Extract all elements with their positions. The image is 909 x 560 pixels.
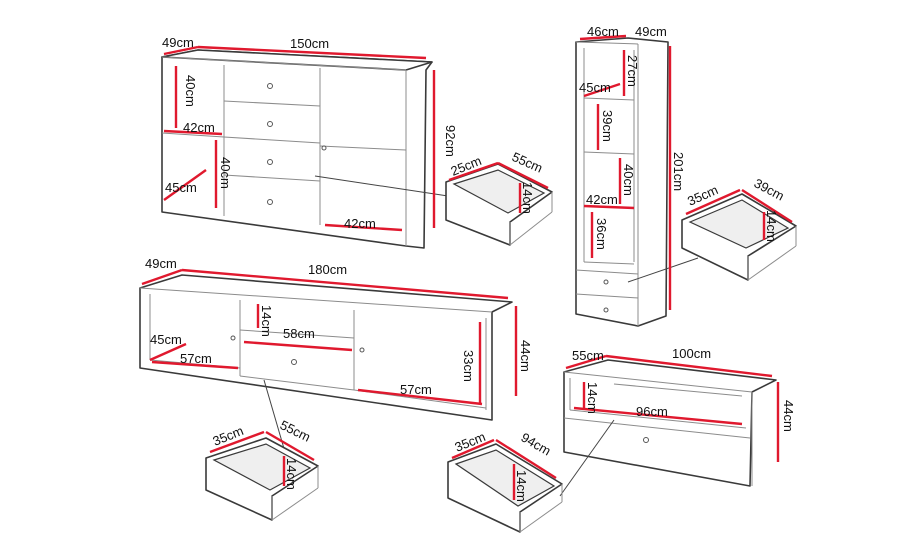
table-height-label: 44cm	[781, 400, 796, 432]
dim-line	[163, 45, 199, 56]
dim-line	[448, 161, 499, 182]
tv-right-height-label: 33cm	[461, 350, 476, 382]
sideboard: 49cm 150cm 92cm 40cm 42cm 40cm 45cm 42cm	[161, 35, 458, 249]
drawer-height-label: 14cm	[520, 182, 535, 214]
tv-depth-label: 49cm	[145, 256, 177, 271]
dim-line	[163, 169, 207, 201]
cabinet-shelf-two-label: 39cm	[600, 110, 615, 142]
tv-height-label: 44cm	[518, 340, 533, 372]
table-width-label: 100cm	[672, 346, 711, 361]
dim-line	[497, 161, 549, 190]
drawer-height-label: 14cm	[514, 470, 529, 502]
dim-line	[357, 388, 483, 406]
tv-inner-depth-label: 45cm	[150, 332, 182, 347]
cabinet-top-shelf-label: 27cm	[625, 55, 640, 87]
dim-line	[265, 430, 315, 462]
dim-line	[151, 360, 239, 370]
drawer-width-label: 94cm	[519, 430, 554, 459]
cabinet-shelf-bottom-label: 36cm	[594, 218, 609, 250]
cabinet-width-label: 46cm	[587, 24, 619, 39]
dim-line	[324, 223, 403, 232]
dim-line	[573, 406, 743, 426]
sideboard-shelf-lower-label: 40cm	[218, 157, 233, 189]
dim-line	[451, 438, 495, 460]
tv-width-label: 180cm	[308, 262, 347, 277]
dim-line	[197, 45, 427, 60]
coffee-drawer: 35cm 94cm 14cm	[447, 429, 563, 533]
coffee-table: 55cm 100cm 44cm 14cm 96cm	[559, 346, 796, 497]
dim-line	[209, 430, 265, 454]
sideboard-inner-depth-label: 45cm	[165, 180, 197, 195]
cabinet-depth-label: 49cm	[635, 24, 667, 39]
tv-unit: 49cm 180cm 44cm 45cm 57cm 14cm 58cm 33cm…	[139, 256, 533, 453]
tv-drawer-width-label: 58cm	[283, 326, 315, 341]
dim-line	[741, 188, 793, 224]
sideboard-height-label: 92cm	[443, 125, 458, 157]
cabinet-height-label: 201cm	[671, 152, 686, 191]
sideboard-shelf-depth-label: 42cm	[183, 120, 215, 135]
dim-line	[495, 438, 557, 480]
tv-drawer: 35cm 55cm 14cm	[205, 417, 319, 521]
sideboard-bottom-depth-label: 42cm	[344, 216, 376, 231]
dim-line	[685, 188, 741, 216]
tv-left-width-label: 57cm	[180, 351, 212, 366]
sideboard-width-label: 150cm	[290, 36, 329, 51]
dim-line	[583, 204, 635, 210]
dim-line	[565, 354, 607, 370]
dim-line	[163, 129, 223, 136]
drawer-depth-label: 35cm	[685, 182, 720, 209]
dim-line	[181, 268, 509, 300]
dim-line	[149, 342, 187, 362]
tv-drawer-gap-label: 14cm	[259, 305, 274, 337]
cabinet-shelf-three-label: 40cm	[621, 164, 636, 196]
drawer-height-label: 14cm	[284, 458, 299, 490]
tall-drawer: 35cm 39cm 14cm	[681, 175, 797, 281]
sideboard-drawer: 25cm 55cm 14cm	[445, 149, 553, 246]
dim-line	[243, 340, 353, 352]
dim-line	[141, 268, 183, 286]
dim-line	[605, 354, 773, 378]
table-shelf-width-label: 96cm	[636, 404, 668, 419]
dim-line	[583, 82, 621, 98]
tall-cabinet: 46cm 49cm 201cm 27cm 45cm 39cm 40cm 42cm…	[575, 24, 699, 327]
tv-right-width-label: 57cm	[400, 382, 432, 397]
sideboard-shelf-upper-label: 40cm	[183, 75, 198, 107]
table-shelf-gap-label: 14cm	[585, 382, 600, 414]
sideboard-depth-label: 49cm	[162, 35, 194, 50]
dim-line	[579, 34, 627, 41]
table-depth-label: 55cm	[572, 348, 604, 363]
table-body	[563, 359, 777, 487]
cabinet-shelf-depth-label: 42cm	[586, 192, 618, 207]
cabinet-inner-depth-label: 45cm	[579, 80, 611, 95]
drawer-height-label: 14cm	[764, 210, 779, 242]
